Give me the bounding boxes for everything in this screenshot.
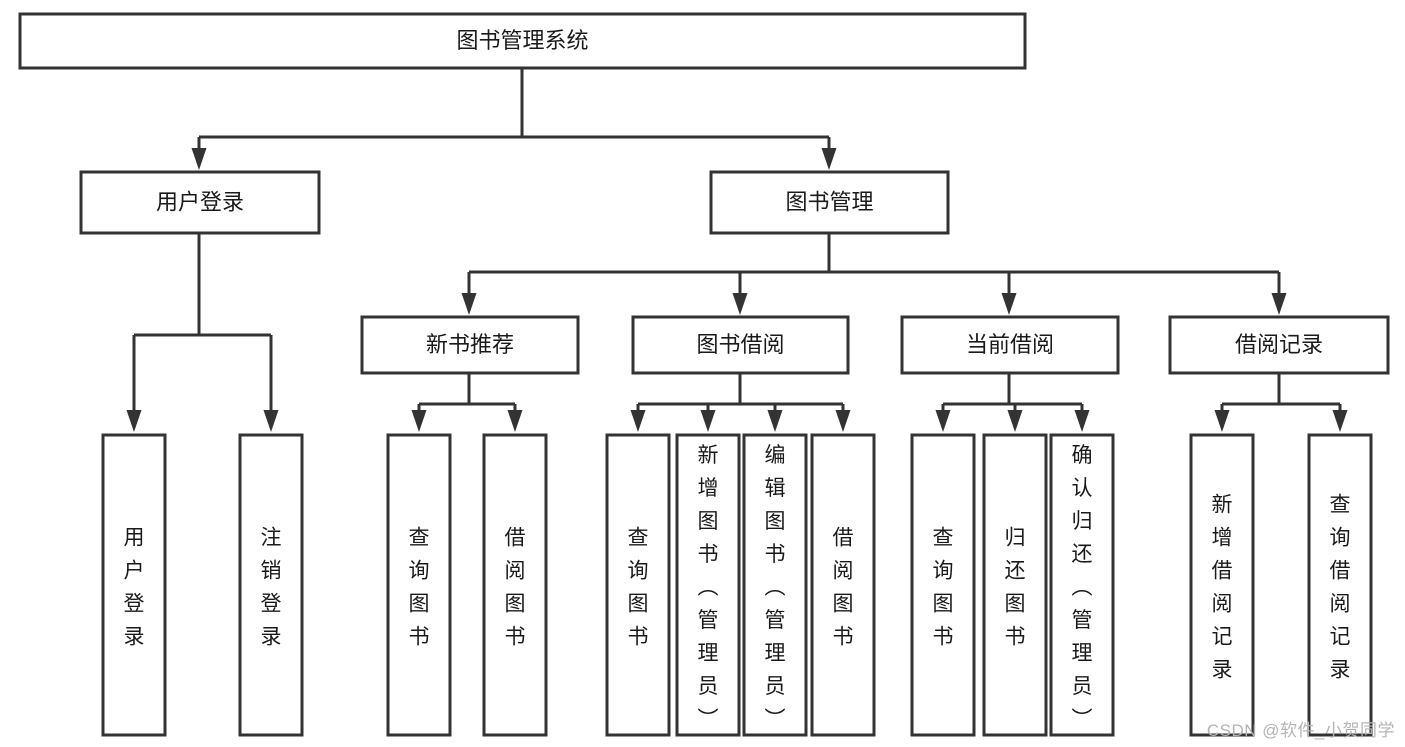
arrow-head-icon <box>835 410 851 432</box>
node-label-leaf-borrow-book-recommend: 借阅图书 <box>505 527 526 649</box>
arrow-head-icon <box>263 410 279 432</box>
node-book-borrow[interactable]: 图书借阅 <box>631 315 850 375</box>
node-box-leaf-query-book-borrow[interactable] <box>605 433 671 737</box>
node-leaf-query-book-recommend[interactable]: 查询图书 <box>386 433 452 737</box>
node-label-leaf-query-book-current: 查询图书 <box>933 527 954 649</box>
node-box-current-borrow[interactable] <box>900 315 1120 375</box>
node-box-user-login[interactable] <box>79 170 321 235</box>
node-leaf-query-borrow-record[interactable]: 查询借阅记录 <box>1307 433 1373 737</box>
node-leaf-edit-book[interactable]: 编辑图书︵管理员︶ <box>742 433 808 737</box>
node-label-leaf-user-login: 用户登录 <box>124 527 145 649</box>
arrow-head-icon <box>700 410 716 432</box>
node-label-leaf-logout: 注销登录 <box>261 527 282 649</box>
arrow-head-icon <box>126 410 142 432</box>
arrow-head-icon <box>461 293 477 315</box>
node-label-new-book-recommend: 新书推荐 <box>426 332 514 357</box>
node-box-leaf-add-borrow-record[interactable] <box>1189 433 1255 737</box>
node-label-leaf-query-book-borrow: 查询图书 <box>628 527 649 649</box>
node-box-new-book-recommend[interactable] <box>360 315 580 375</box>
node-label-leaf-borrow-book: 借阅图书 <box>833 527 854 649</box>
arrow-head-icon <box>411 410 427 432</box>
node-leaf-query-book-borrow[interactable]: 查询图书 <box>605 433 671 737</box>
node-layer: 图书管理系统用户登录图书管理新书推荐图书借阅当前借阅借阅记录用户登录注销登录查询… <box>18 12 1390 737</box>
node-new-book-recommend[interactable]: 新书推荐 <box>360 315 580 375</box>
node-box-leaf-edit-book[interactable] <box>742 433 808 737</box>
node-box-leaf-query-book-recommend[interactable] <box>386 433 452 737</box>
node-box-leaf-confirm-return[interactable] <box>1049 433 1115 737</box>
node-book-manage[interactable]: 图书管理 <box>709 170 950 235</box>
node-leaf-user-login[interactable]: 用户登录 <box>101 433 167 737</box>
node-box-leaf-borrow-book-recommend[interactable] <box>482 433 548 737</box>
node-box-leaf-query-borrow-record[interactable] <box>1307 433 1373 737</box>
node-label-borrow-record: 借阅记录 <box>1235 332 1323 357</box>
node-box-leaf-return-book[interactable] <box>982 433 1048 737</box>
node-box-leaf-add-book[interactable] <box>675 433 741 737</box>
node-label-book-manage: 图书管理 <box>785 189 873 214</box>
arrow-head-icon <box>767 410 783 432</box>
node-label-leaf-query-book-recommend: 查询图书 <box>409 527 430 649</box>
node-label-user-login: 用户登录 <box>156 189 244 214</box>
node-label-leaf-confirm-return: 确认归还︵管理员︶ <box>1072 444 1093 731</box>
node-leaf-query-book-current[interactable]: 查询图书 <box>910 433 976 737</box>
arrow-head-icon <box>1007 410 1023 432</box>
node-root[interactable]: 图书管理系统 <box>18 12 1027 70</box>
arrow-head-icon <box>1271 293 1287 315</box>
node-box-leaf-query-book-current[interactable] <box>910 433 976 737</box>
node-leaf-add-book[interactable]: 新增图书︵管理员︶ <box>675 433 741 737</box>
node-box-book-borrow[interactable] <box>631 315 850 375</box>
node-label-leaf-query-borrow-record: 查询借阅记录 <box>1330 494 1351 682</box>
arrow-head-icon <box>732 293 748 315</box>
arrow-head-icon <box>191 148 207 170</box>
node-borrow-record[interactable]: 借阅记录 <box>1168 315 1390 375</box>
node-label-book-borrow: 图书借阅 <box>696 332 784 357</box>
node-leaf-return-book[interactable]: 归还图书 <box>982 433 1048 737</box>
node-leaf-confirm-return[interactable]: 确认归还︵管理员︶ <box>1049 433 1115 737</box>
node-label-leaf-return-book: 归还图书 <box>1005 527 1026 649</box>
node-user-login[interactable]: 用户登录 <box>79 170 321 235</box>
arrow-head-icon <box>935 410 951 432</box>
arrow-head-icon <box>630 410 646 432</box>
connector-layer <box>126 68 1348 432</box>
node-current-borrow[interactable]: 当前借阅 <box>900 315 1120 375</box>
node-box-book-manage[interactable] <box>709 170 950 235</box>
node-box-borrow-record[interactable] <box>1168 315 1390 375</box>
node-leaf-add-borrow-record[interactable]: 新增借阅记录 <box>1189 433 1255 737</box>
arrow-head-icon <box>1214 410 1230 432</box>
node-box-root[interactable] <box>18 12 1027 70</box>
node-label-leaf-edit-book: 编辑图书︵管理员︶ <box>765 444 786 731</box>
node-label-leaf-add-book: 新增图书︵管理员︶ <box>698 444 719 731</box>
node-leaf-borrow-book-recommend[interactable]: 借阅图书 <box>482 433 548 737</box>
node-box-leaf-logout[interactable] <box>238 433 304 737</box>
arrow-head-icon <box>1332 410 1348 432</box>
node-label-root: 图书管理系统 <box>456 28 588 53</box>
arrow-head-icon <box>821 148 837 170</box>
node-box-leaf-user-login[interactable] <box>101 433 167 737</box>
node-label-current-borrow: 当前借阅 <box>966 332 1054 357</box>
node-label-leaf-add-borrow-record: 新增借阅记录 <box>1212 494 1233 682</box>
arrow-head-icon <box>1074 410 1090 432</box>
arrow-head-icon <box>1001 293 1017 315</box>
arrow-head-icon <box>507 410 523 432</box>
node-leaf-borrow-book[interactable]: 借阅图书 <box>810 433 876 737</box>
watermark-text: CSDN @软件_小贺同学 <box>1206 721 1395 740</box>
node-box-leaf-borrow-book[interactable] <box>810 433 876 737</box>
node-leaf-logout[interactable]: 注销登录 <box>238 433 304 737</box>
